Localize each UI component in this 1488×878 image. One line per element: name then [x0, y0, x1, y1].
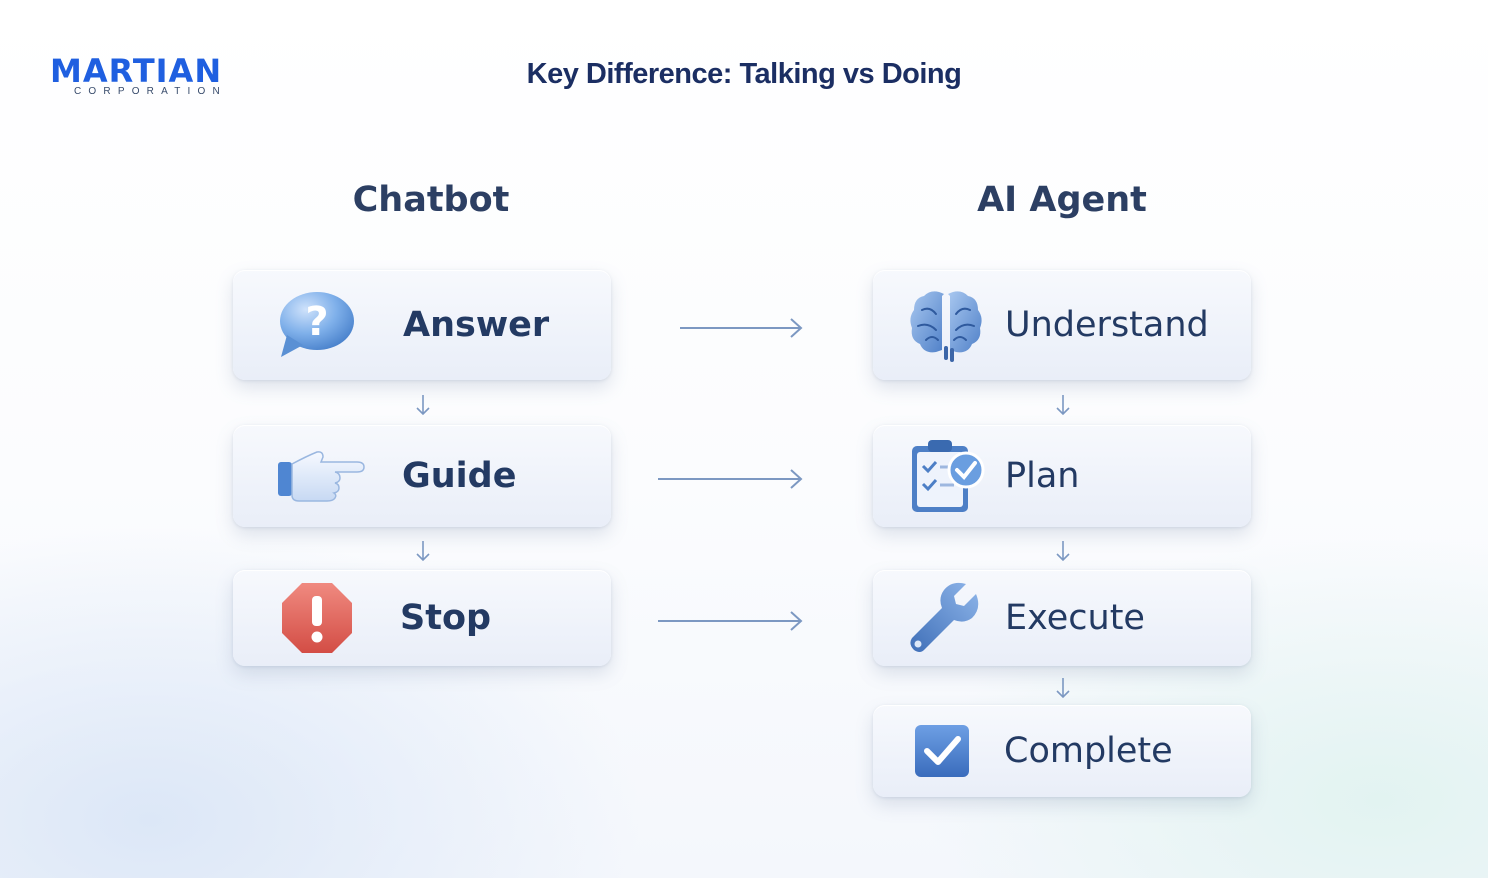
agent-step-understand: Understand: [873, 270, 1251, 380]
pointing-hand-icon: [277, 448, 365, 504]
brain-icon: [908, 288, 984, 362]
right-arrow-icon: [678, 316, 806, 340]
checkbox-icon: [913, 721, 973, 781]
wrench-icon: [906, 580, 982, 656]
down-arrow-icon: [1054, 676, 1072, 700]
down-arrow-icon: [414, 539, 432, 563]
logo-main-text: MARTIAN: [50, 52, 223, 90]
stop-sign-icon: [280, 581, 354, 655]
agent-column-title: AI Agent: [977, 180, 1147, 220]
step-label: Complete: [1004, 731, 1173, 771]
chatbot-step-guide: Guide: [233, 425, 611, 527]
down-arrow-icon: [1054, 393, 1072, 417]
svg-text:?: ?: [305, 299, 328, 345]
page-title: Key Difference: Talking vs Doing: [526, 58, 962, 90]
clipboard-checklist-icon: [908, 436, 988, 516]
chatbot-column-title: Chatbot: [352, 180, 510, 220]
right-arrow-icon: [656, 467, 806, 491]
step-label: Plan: [1005, 456, 1080, 496]
step-label: Execute: [1005, 598, 1145, 638]
agent-step-complete: Complete: [873, 705, 1251, 797]
logo-sub-text: CORPORATION: [74, 86, 227, 97]
question-bubble-icon: ?: [275, 289, 357, 361]
martian-logo: MARTIAN CORPORATION: [50, 52, 250, 97]
chatbot-step-stop: Stop: [233, 570, 611, 666]
agent-step-execute: Execute: [873, 570, 1251, 666]
step-label: Guide: [402, 456, 517, 496]
down-arrow-icon: [414, 393, 432, 417]
step-label: Answer: [403, 305, 550, 345]
agent-step-plan: Plan: [873, 425, 1251, 527]
step-label: Understand: [1005, 305, 1209, 345]
down-arrow-icon: [1054, 539, 1072, 563]
step-label: Stop: [400, 598, 492, 638]
chatbot-step-answer: ? Answer: [233, 270, 611, 380]
right-arrow-icon: [656, 609, 806, 633]
